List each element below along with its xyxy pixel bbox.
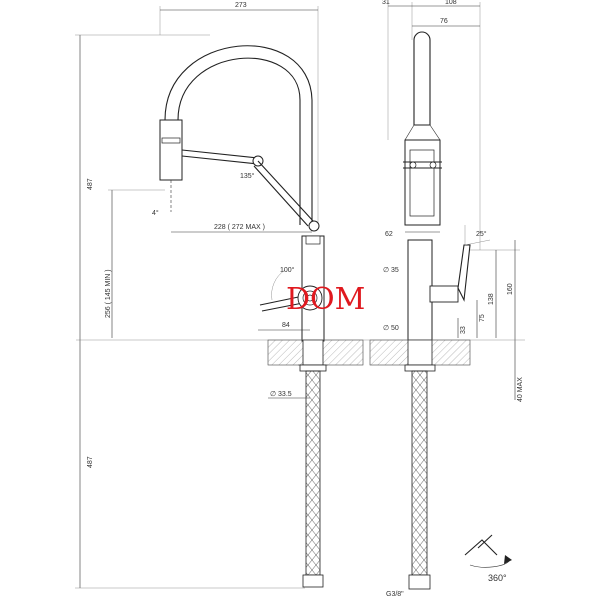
dim-lever-len: 84 bbox=[282, 322, 290, 329]
front-view: 31 108 76 62 ∅ 35 25° ∅ 50 138 160 75 bbox=[369, 0, 524, 598]
dim-body-diam: ∅ 35 bbox=[383, 267, 399, 274]
dim-width-b: 108 bbox=[445, 0, 457, 6]
dim-base-diam: ∅ 50 bbox=[383, 325, 399, 332]
dim-width-total: 273 bbox=[235, 2, 247, 9]
dim-hole-diam: ∅ 33.5 bbox=[270, 391, 292, 398]
dim-angle-lever-front: 25° bbox=[476, 230, 487, 238]
rotation-icon bbox=[464, 534, 512, 568]
dim-width-d: 62 bbox=[385, 231, 393, 238]
dim-h160: 160 bbox=[507, 283, 514, 295]
dim-h33: 33 bbox=[460, 326, 467, 334]
dim-h138: 138 bbox=[488, 293, 495, 305]
dim-angle-spout: 135° bbox=[240, 172, 255, 180]
side-view: 273 487 487 256 ( 145 MIN ) 4° 135° 228 … bbox=[75, 2, 364, 589]
dim-height-bottom: 487 bbox=[87, 456, 94, 468]
dim-height-top: 487 bbox=[87, 178, 94, 190]
dom-logo: DOM bbox=[286, 282, 365, 317]
dim-angle-tip: 4° bbox=[152, 209, 159, 217]
rotation-label: 360° bbox=[488, 573, 507, 583]
dim-angle-lever: 100° bbox=[280, 266, 295, 274]
dim-counter-max: 40 MAX bbox=[517, 377, 524, 402]
dim-reach: 228 ( 272 MAX ) bbox=[214, 224, 265, 231]
dim-thread: G3/8" bbox=[386, 591, 404, 598]
dim-width-a: 31 bbox=[382, 0, 390, 6]
dim-width-c: 76 bbox=[440, 18, 448, 25]
dim-height-min: 256 ( 145 MIN ) bbox=[105, 269, 112, 318]
dim-h75: 75 bbox=[479, 314, 486, 322]
